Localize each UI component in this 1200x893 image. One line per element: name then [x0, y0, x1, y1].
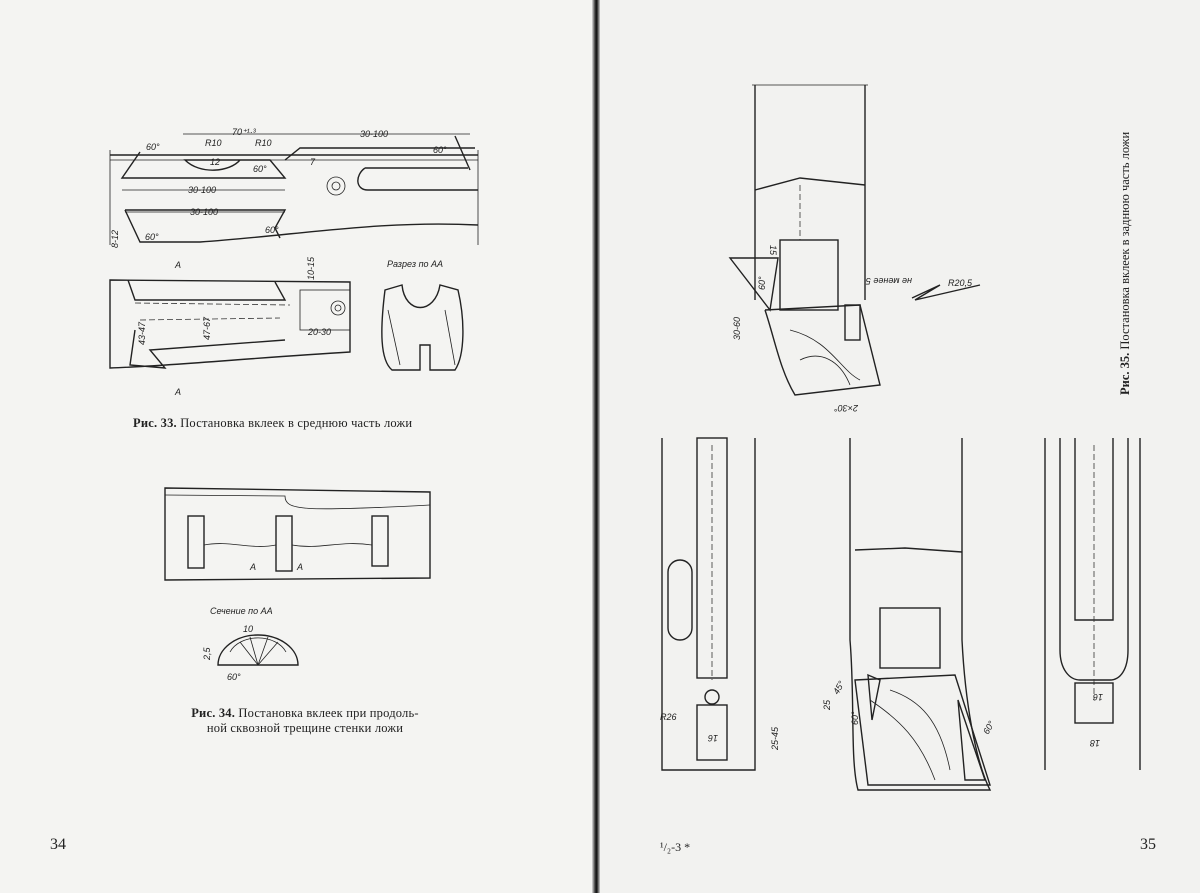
dimension-label: 60° — [265, 225, 279, 235]
dimension-label: 60° — [146, 142, 160, 152]
right-page — [600, 0, 1200, 893]
fig35-caption: Рис. 35. Постановка вклеек в заднюю част… — [1118, 131, 1132, 395]
fig33-caption: Рис. 33. Постановка вклеек в среднюю час… — [133, 416, 413, 430]
dimension-label: R10 — [205, 138, 222, 148]
page-number-right: 35 — [1140, 836, 1156, 853]
fig35-top: 15 не менее 5 R20,5 60° 30-60 2×30° — [728, 84, 981, 413]
dimension-label: 30-60 — [732, 317, 742, 340]
fig34-drawing: А А Сечение по АА 10 2,5 60° — [164, 487, 431, 682]
left-page — [0, 0, 594, 893]
fig33-side-view: А А 10-15 20-30 43-47 47-67 Разрез по АА — [109, 256, 464, 397]
dimension-label: 30-100 — [360, 129, 388, 139]
dimension-label: Разрез по АА — [387, 259, 443, 269]
fig35-bottom-right: 16 18 — [1044, 438, 1141, 770]
dimension-label: 60° — [433, 145, 447, 155]
dimension-label: 18 — [1090, 738, 1100, 748]
dimension-label: 45° — [831, 679, 847, 696]
dimension-label: 60° — [981, 719, 997, 736]
dimension-label: 16 — [708, 733, 718, 743]
signature-mark: ¹/₂-3 * — [660, 840, 691, 854]
dimension-label: 60° — [145, 232, 159, 242]
fig34-caption: Рис. 34. Постановка вклеек при продоль-н… — [191, 706, 419, 735]
dimension-label: 60° — [850, 711, 860, 725]
dimension-label: А — [296, 562, 303, 572]
dimension-label: А — [174, 387, 181, 397]
dimension-label: 10 — [243, 624, 253, 634]
dimension-label: 8-12 — [110, 230, 120, 248]
dimension-label: 20-30 — [307, 327, 331, 337]
fig35-bottom-mid: 25 45° 60° 60° — [822, 438, 997, 791]
dimension-label: 2,5 — [202, 646, 212, 661]
dimension-label: 2×30° — [834, 403, 859, 413]
dimension-label: 10-15 — [306, 256, 316, 280]
dimension-label: 60° — [253, 164, 267, 174]
dimension-label: Сечение по АА — [210, 606, 273, 616]
dimension-label: 15 — [768, 245, 778, 256]
dimension-label: 12 — [210, 157, 220, 167]
book-spine — [592, 0, 600, 893]
fig35-bottom-left: R26 16 25-45 — [660, 437, 780, 771]
dimension-label: 30-100 — [190, 207, 218, 217]
dimension-label: А — [174, 260, 181, 270]
dimension-label: 60° — [757, 276, 767, 290]
dimension-label: 47-67 — [202, 316, 212, 340]
fig33-top-view: 60° R10 70⁺¹·³ R10 30-100 60° 12 60° 7 3… — [109, 127, 479, 248]
dimension-label: 30-100 — [188, 185, 216, 195]
dimension-label: 70⁺¹·³ — [232, 127, 257, 137]
page-number-left: 34 — [50, 836, 66, 853]
dimension-label: R26 — [660, 712, 677, 722]
dimension-label: 16 — [1093, 692, 1103, 702]
dimension-label: R10 — [255, 138, 272, 148]
dimension-label: 60° — [227, 672, 241, 682]
dimension-label: 43-47 — [137, 321, 147, 345]
dimension-label: 25-45 — [770, 726, 780, 751]
dimension-label: 25 — [822, 699, 832, 711]
dimension-label: А — [249, 562, 256, 572]
dimension-label: 7 — [310, 157, 316, 167]
dimension-label: R20,5 — [948, 278, 973, 288]
dimension-label: не менее 5 — [865, 276, 912, 286]
